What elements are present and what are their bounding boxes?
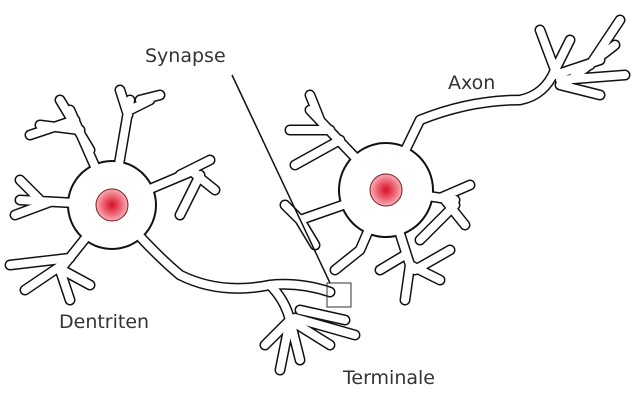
axon-label: Axon (448, 72, 496, 94)
nucleus-left (95, 188, 129, 222)
nucleus-right (369, 173, 403, 207)
synapse-marker-box (326, 282, 352, 308)
neuron-left (10, 90, 355, 370)
synapse-pointer-line (231, 74, 331, 284)
terminals-label: Terminale (343, 367, 435, 389)
dendrites-label: Dentriten (59, 311, 150, 333)
neuron-right (285, 20, 625, 300)
synapse-label: Synapse (145, 45, 226, 67)
